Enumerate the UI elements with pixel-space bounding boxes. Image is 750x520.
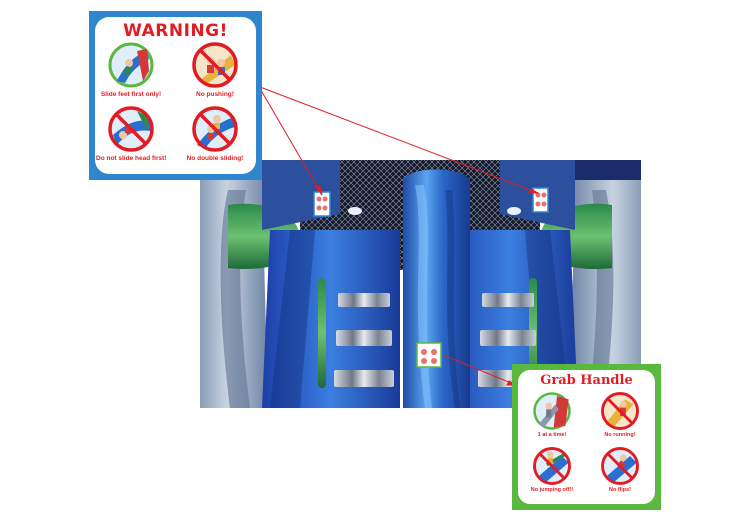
no-pushing-icon bbox=[191, 41, 239, 89]
left-tower-warning-label bbox=[313, 191, 331, 217]
grab-handle-caption-3: No jumping off!! bbox=[530, 487, 574, 493]
no-double-sliding-icon bbox=[191, 105, 239, 153]
grab-handle-sign-panel: Grab Handle 1 at a time! No running! bbox=[518, 370, 655, 504]
warning-sign-card: WARNING! Slide feet first only! No pushi… bbox=[89, 11, 262, 180]
one-at-a-time-icon bbox=[532, 391, 572, 431]
warning-caption-2: No pushing! bbox=[196, 91, 234, 98]
warning-caption-1: Slide feet first only! bbox=[100, 91, 162, 98]
warning-caption-4: No double sliding! bbox=[186, 155, 244, 162]
grab-handle-sign-card: Grab Handle 1 at a time! No running! bbox=[512, 364, 661, 510]
grab-handle-title: Grab Handle bbox=[540, 373, 633, 388]
right-tower-warning-label bbox=[532, 187, 549, 213]
no-jumping-off-icon bbox=[532, 446, 572, 486]
no-head-first-icon bbox=[107, 105, 155, 153]
grab-handle-caption-1: 1 at a time! bbox=[537, 432, 567, 438]
grab-handle-caption-4: No flips! bbox=[609, 487, 631, 493]
center-grab-handle-label bbox=[416, 342, 442, 368]
slide-feet-first-icon bbox=[107, 41, 155, 89]
warning-sign-panel: WARNING! Slide feet first only! No pushi… bbox=[95, 17, 256, 174]
callout-connectors bbox=[257, 84, 540, 386]
no-running-icon bbox=[600, 391, 640, 431]
no-flips-icon bbox=[600, 446, 640, 486]
warning-title: WARNING! bbox=[123, 21, 228, 41]
warning-caption-3: Do not slide head first! bbox=[96, 155, 167, 162]
grab-handle-caption-2: No running! bbox=[604, 432, 636, 438]
